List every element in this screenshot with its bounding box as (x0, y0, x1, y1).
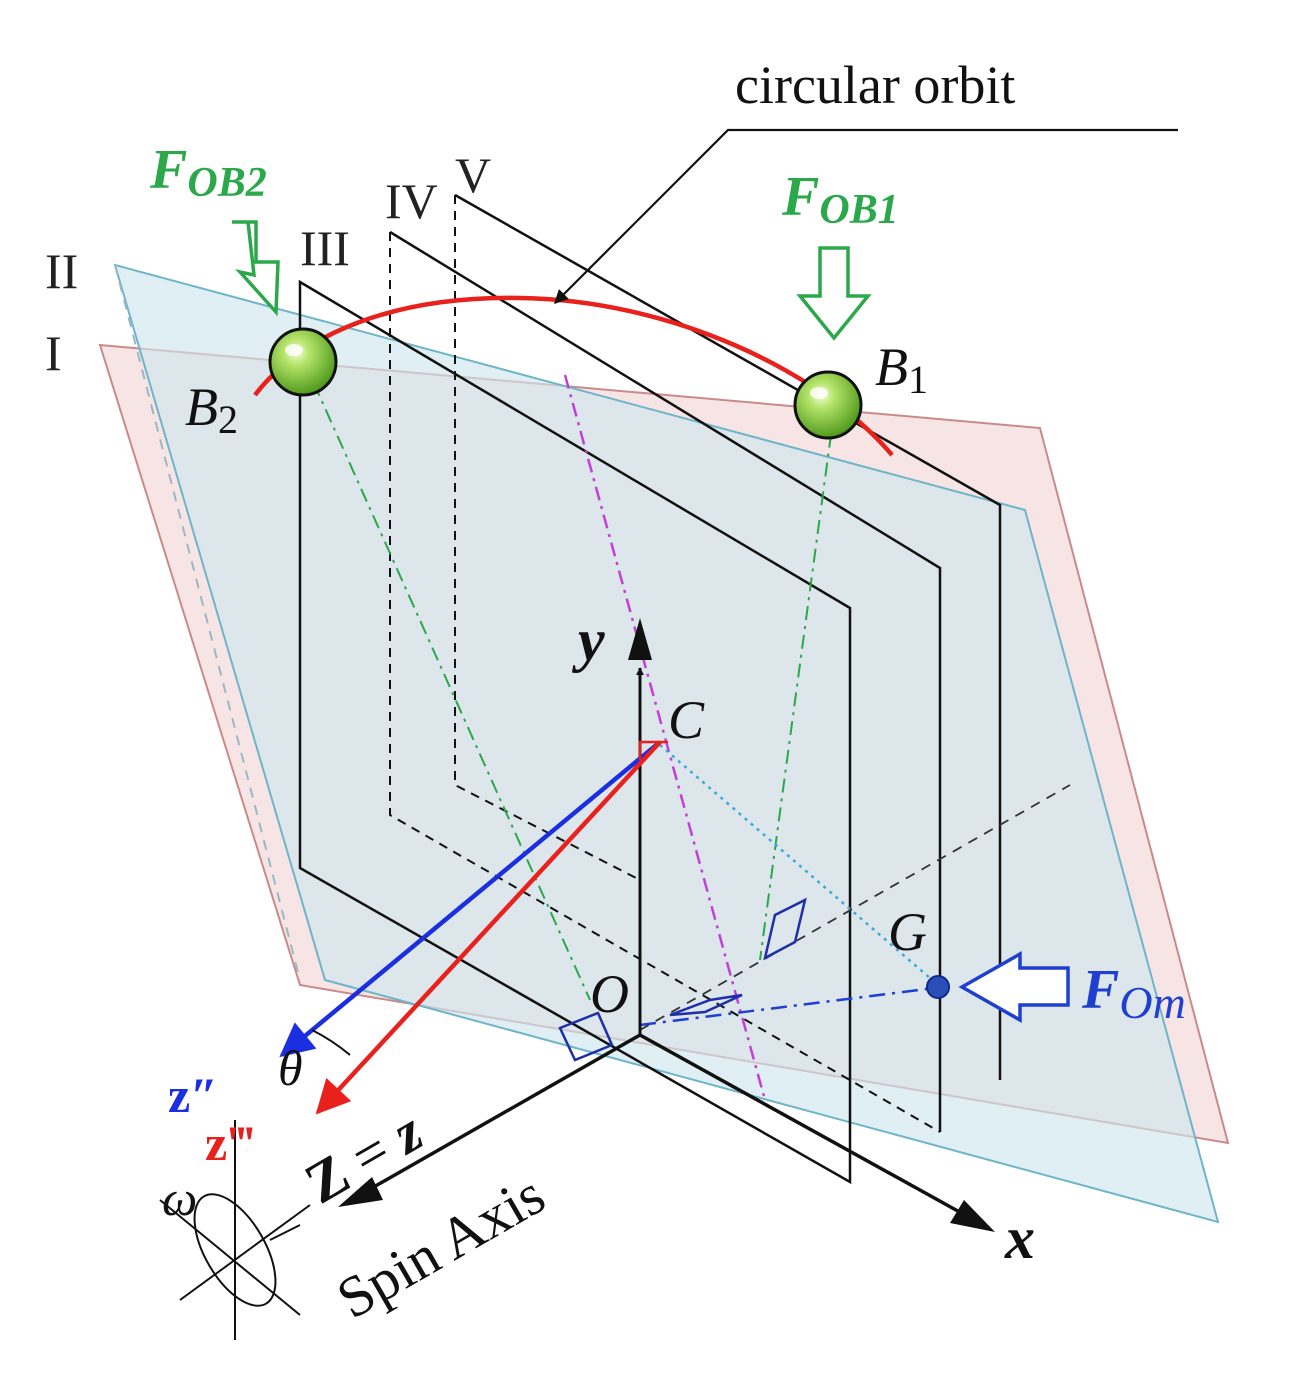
spin-axis-line (364, 1033, 641, 1194)
purple-line (563, 374, 767, 1101)
plane-ii-hidden-edge (114, 264, 301, 981)
point-c-label: C (668, 690, 705, 750)
c-to-g-line (659, 744, 939, 986)
force-ob2-label: FOB2 (149, 139, 267, 206)
ball-b2-highlight (285, 344, 303, 356)
plane-label-iv: IV (385, 173, 438, 229)
point-g-dot (926, 975, 950, 999)
plane-iv (389, 230, 942, 1132)
force-om-label: FOm (1081, 959, 1186, 1028)
x-arrow-head (950, 1200, 995, 1232)
plane-v-hidden (454, 195, 641, 881)
force-ob2-arrow (232, 220, 280, 317)
z3-arrow (315, 740, 662, 1115)
force-ob1-label: FOB1 (781, 166, 899, 233)
ball-b1-highlight (810, 387, 828, 399)
point-g-label: G (888, 902, 927, 962)
z2-label: z″ (168, 1067, 218, 1123)
plane-label-v: V (455, 147, 491, 203)
x-axis (639, 1033, 966, 1217)
z3-label: z‴ (205, 1115, 255, 1171)
right-angle-mark-2 (669, 993, 743, 1017)
force-om-arrow (958, 950, 1070, 1024)
plane-v (454, 193, 1002, 1080)
ball-b2 (268, 327, 338, 397)
omega-label: ω (162, 1170, 197, 1226)
ball-b1-label: B1 (875, 337, 928, 402)
plane-iv-hidden (389, 232, 941, 1133)
y-axis-label: y (572, 607, 605, 673)
right-angle-mark-3 (558, 1011, 614, 1062)
theta-label: θ (278, 1040, 303, 1096)
z2-arrow (279, 740, 662, 1058)
green-line-b1 (759, 404, 836, 961)
orbit-leader (554, 128, 1178, 304)
c-red-tick (638, 740, 668, 760)
force-ob1-arrow (796, 246, 872, 341)
point-o-label: O (590, 964, 629, 1024)
spin-axis-arrow-head (338, 1177, 383, 1207)
x-axis-label: x (1004, 1205, 1035, 1271)
y-arrow-head (628, 618, 652, 660)
spin-icon (159, 1120, 311, 1340)
plane-label-ii: II (45, 243, 78, 299)
right-angle-mark-1 (763, 897, 807, 961)
ball-b1 (793, 370, 863, 440)
plane-label-iii: III (300, 220, 350, 276)
theta-arc (311, 1029, 351, 1056)
plane-label-i: I (45, 325, 62, 381)
ball-b2-label: B2 (185, 377, 238, 442)
green-line-b2 (289, 329, 591, 1001)
orbit-label: circular orbit (735, 55, 1015, 115)
plane-iii (298, 279, 852, 1185)
